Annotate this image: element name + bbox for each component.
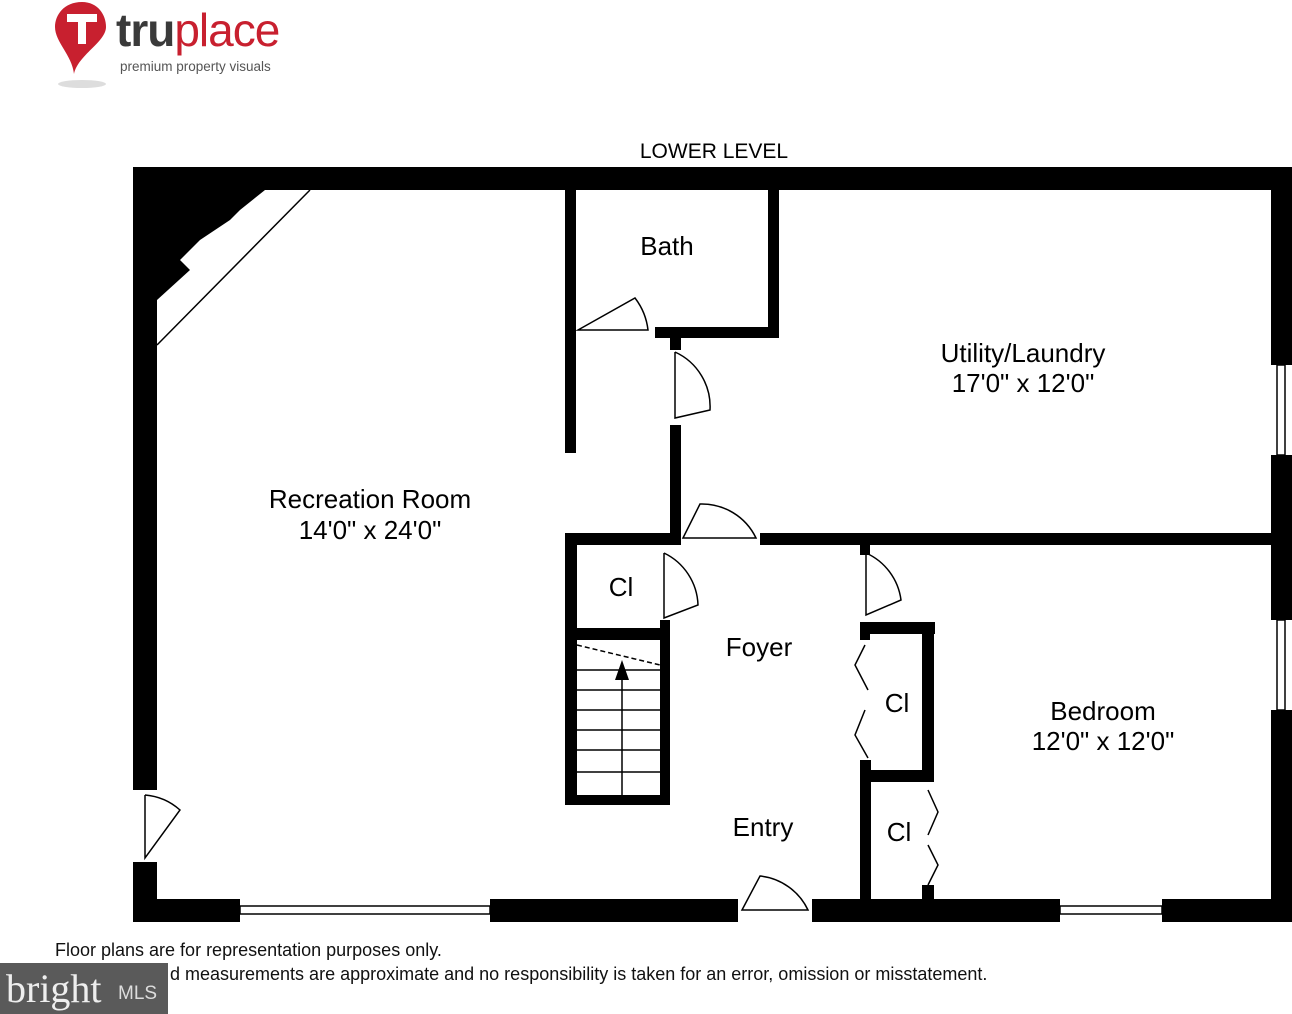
watermark-suffix: MLS: [118, 983, 158, 1004]
room-closet: Cl: [609, 572, 634, 602]
disclaimer-line1: Floor plans are for representation purpo…: [55, 940, 442, 960]
room-foyer: Foyer: [726, 632, 793, 662]
tagline: premium property visuals: [120, 59, 271, 74]
room-entry: Entry: [733, 812, 794, 842]
room-recreation-dims: 14'0" x 24'0": [299, 515, 442, 545]
room-bedroom: Bedroom: [1050, 696, 1156, 726]
room-utility-dims: 17'0" x 12'0": [952, 368, 1095, 398]
room-utility: Utility/Laundry: [941, 338, 1106, 368]
brand-tru: tru: [116, 4, 175, 56]
doors-windows: [144, 189, 1286, 915]
room-bath: Bath: [640, 231, 694, 261]
room-recreation: Recreation Room: [269, 484, 471, 514]
room-closet: Cl: [887, 817, 912, 847]
map-pin-icon: [55, 2, 106, 88]
room-bedroom-dims: 12'0" x 12'0": [1032, 726, 1175, 756]
staircase: [576, 644, 661, 795]
watermark-word: bright: [6, 966, 102, 1011]
plan-title: LOWER LEVEL: [640, 140, 788, 163]
truplace-logo: truplace premium property visuals: [52, 0, 292, 92]
bright-mls-watermark: bright MLS: [0, 963, 168, 1014]
stair-arrow-icon: [615, 660, 629, 680]
room-closet: Cl: [885, 688, 910, 718]
brand-place: place: [174, 4, 280, 56]
disclaimer-line2: d measurements are approximate and no re…: [170, 964, 988, 984]
walls: [133, 167, 1292, 922]
